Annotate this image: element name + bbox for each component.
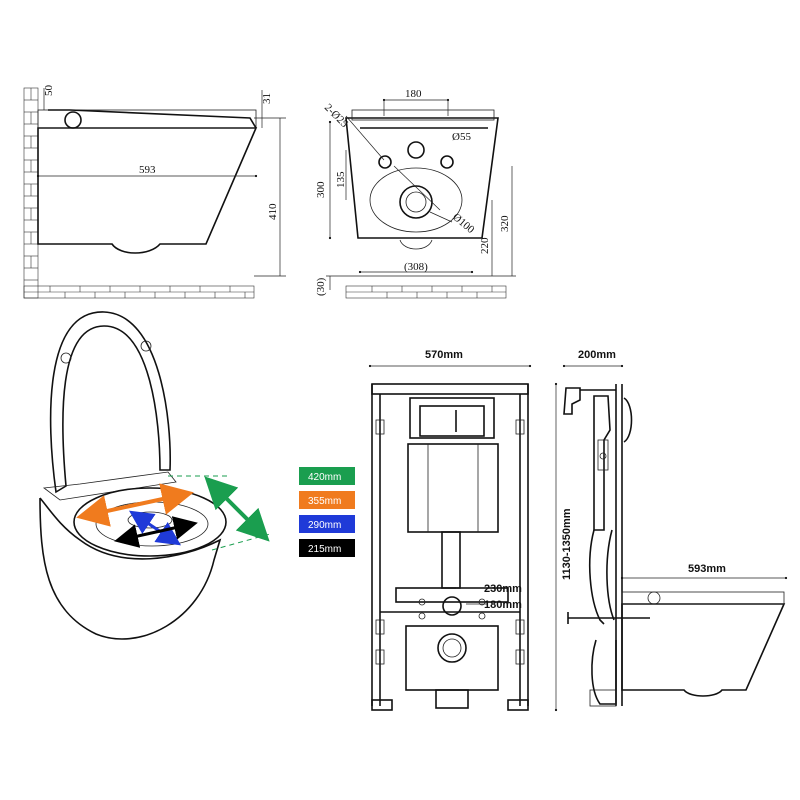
dim-100: Ø100: [450, 211, 477, 236]
legend-swatch-215: [299, 539, 355, 557]
side-toilet-view: 593mm: [620, 563, 788, 697]
dim-593: 593: [139, 164, 156, 176]
dim-31: 31: [261, 93, 273, 104]
dim-308: (308): [404, 261, 428, 273]
dim-50: 50: [43, 85, 55, 97]
arrow-355mm: [76, 483, 194, 527]
side-depth-label: 200mm: [578, 349, 616, 361]
dim-410: 410: [267, 203, 279, 220]
frame-180-label: 180mm: [484, 599, 522, 611]
legend-swatch-290: [299, 515, 355, 533]
brick-wall: [23, 87, 255, 299]
legend-label-290: 290mm: [308, 520, 341, 531]
dim-300: 300: [315, 181, 327, 198]
frame-230-label: 230mm: [484, 583, 522, 595]
dim-180: 180: [405, 88, 422, 100]
dim-220: 220: [479, 237, 491, 254]
legend-swatch-355: [299, 491, 355, 509]
side-length-label: 593mm: [688, 563, 726, 575]
dim-320: 320: [499, 215, 511, 232]
arrow-215mm: [114, 516, 198, 548]
legend-swatch-420: [299, 467, 355, 485]
installation-frame-view: 570mm: [368, 349, 532, 711]
side-elevation-view: 593 50 31 410: [23, 85, 286, 299]
legend-label-215: 215mm: [308, 544, 341, 555]
measurement-legend: 420mm 355mm 290mm 215mm: [299, 467, 355, 557]
frame-side-view: 200mm: [562, 349, 650, 707]
toilet-perspective-view: [39, 311, 271, 640]
dim-55: Ø55: [452, 131, 471, 143]
front-elevation-view: 180 2-Ø25 Ø55 135 300 Ø100 220 320 (308)…: [315, 88, 516, 299]
legend-label-420: 420mm: [308, 472, 341, 483]
legend-label-355: 355mm: [308, 496, 341, 507]
dim-30: (30): [315, 277, 327, 296]
dim-135: 135: [335, 171, 347, 188]
frame-height-label: 1130-1350mm: [561, 508, 573, 580]
frame-width-label: 570mm: [425, 349, 463, 361]
arrow-420mm: [204, 476, 270, 542]
